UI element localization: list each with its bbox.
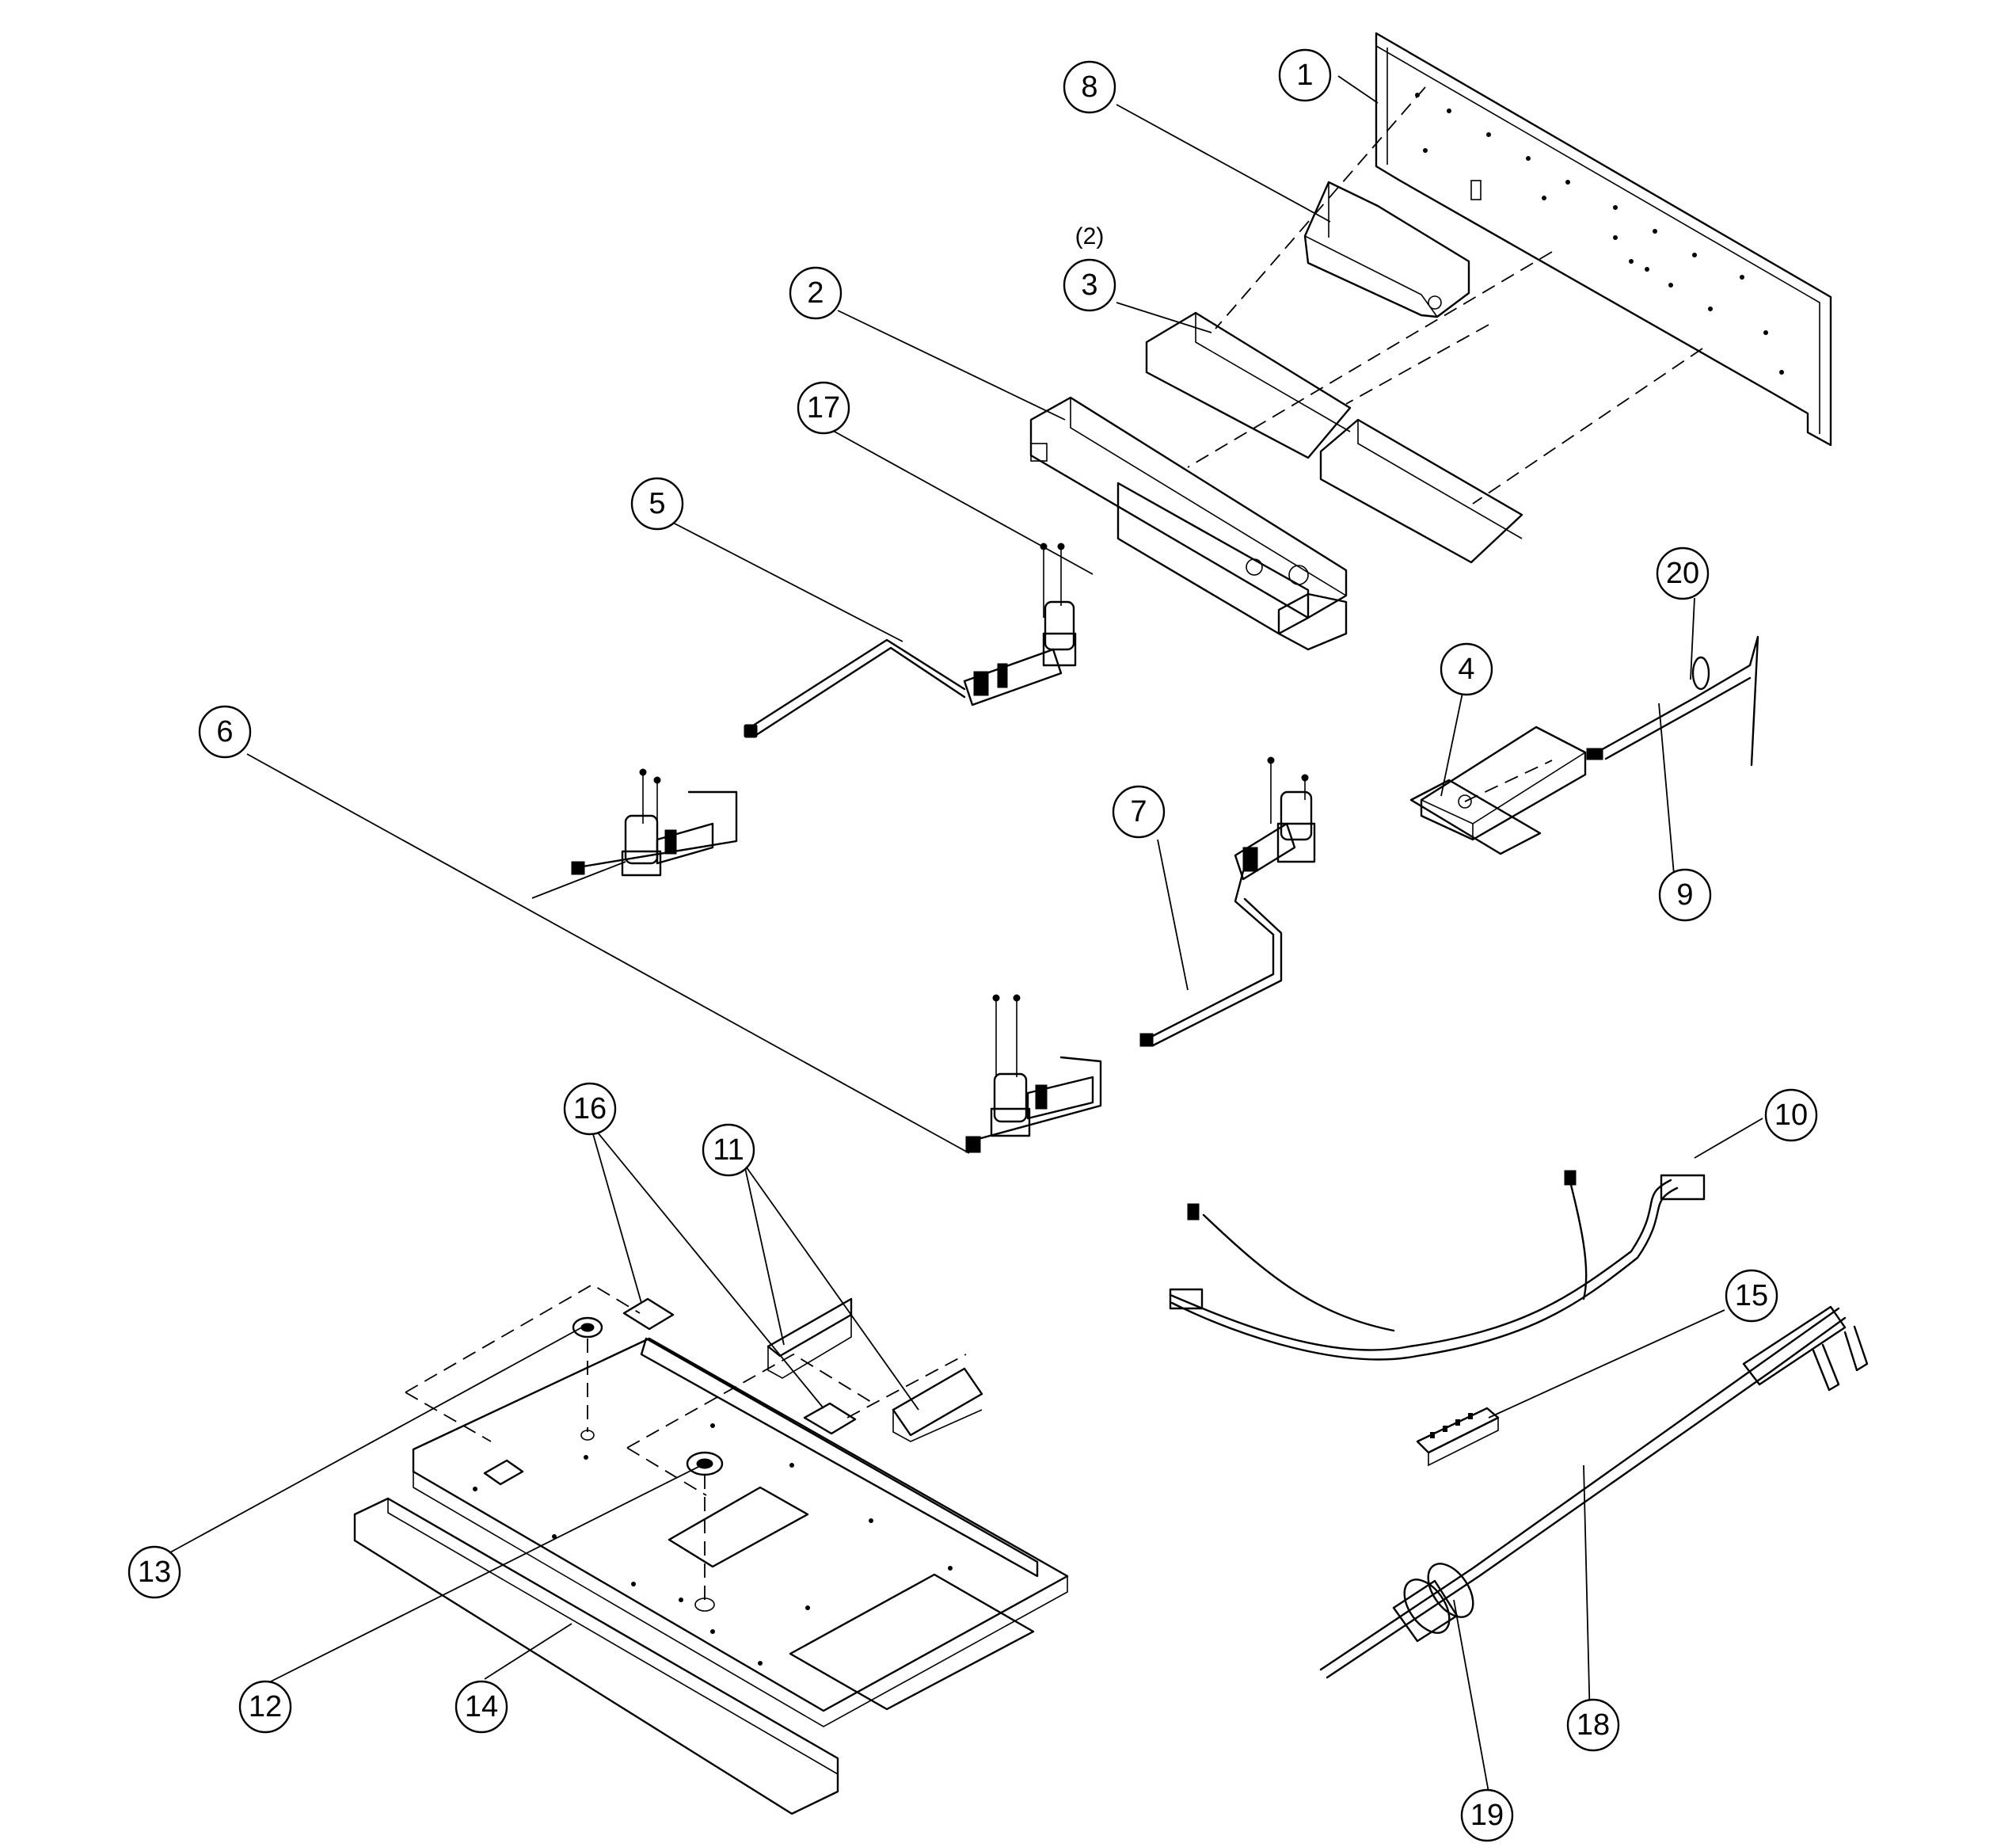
main-channel: [1029, 396, 1348, 651]
callout-label-11: 11: [713, 1133, 744, 1167]
callout-2: 2: [789, 266, 843, 320]
valve-assembly-7: [1139, 756, 1316, 1047]
terminal-block: [1416, 1407, 1500, 1467]
callout-label-5: 5: [649, 487, 665, 520]
callout-18: 18: [1566, 1698, 1620, 1752]
probe-tube: [1586, 597, 1759, 767]
mounting-bracket: [1409, 725, 1587, 855]
callout-label-12: 12: [249, 1690, 282, 1723]
angle-bracket-right: [1319, 418, 1523, 564]
callout-label-10: 10: [1774, 1099, 1808, 1132]
upper-bracket: [1303, 181, 1470, 318]
callout-8: 8: [1063, 60, 1116, 114]
grommet-13: [572, 1316, 603, 1441]
callout-label-9: 9: [1676, 878, 1693, 912]
callout-label-4: 4: [1458, 653, 1474, 686]
callout-label-14: 14: [465, 1690, 498, 1723]
callout-12: 12: [238, 1680, 292, 1734]
callout-label-6: 6: [216, 715, 233, 748]
clips-16: [483, 1297, 857, 1486]
callout-label-20: 20: [1666, 557, 1699, 590]
callout-10: 10: [1764, 1088, 1818, 1142]
callout-16: 16: [563, 1082, 617, 1136]
valve-assembly-6: [531, 768, 1102, 1153]
callout-6: 6: [198, 705, 252, 759]
callout-label-17: 17: [807, 391, 840, 425]
callout-label-18: 18: [1577, 1708, 1610, 1742]
wire-harness: [1169, 1170, 1706, 1361]
callout-19: 19: [1460, 1788, 1514, 1842]
callout-label-19: 19: [1470, 1799, 1504, 1832]
callout-label-2: 2: [807, 276, 824, 310]
rear-panel: [1375, 32, 1832, 447]
callout-label-13: 13: [138, 1556, 171, 1589]
callout-label-7: 7: [1130, 795, 1147, 828]
valve-assembly-5: [744, 543, 1077, 738]
callout-3: 3: [1063, 258, 1116, 312]
callout-label-1: 1: [1296, 59, 1313, 92]
grommet-12: [686, 1451, 724, 1612]
callout-5: 5: [630, 477, 684, 531]
callout-label-3: 3: [1081, 268, 1097, 302]
brackets-11: [766, 1297, 983, 1442]
angle-bracket-left: [1145, 311, 1352, 459]
assembly-lines-lower: [405, 1283, 967, 1496]
callout-label-8: 8: [1081, 70, 1097, 104]
callout-13: 13: [127, 1545, 181, 1599]
callout-20: 20: [1656, 546, 1710, 600]
assembly-lines-upper: [1187, 86, 1703, 505]
quantity-note: (2): [1075, 223, 1105, 249]
callout-4: 4: [1440, 642, 1493, 696]
callout-11: 11: [702, 1123, 755, 1177]
callout-9: 9: [1658, 868, 1712, 922]
callout-7: 7: [1112, 785, 1166, 839]
callout-17: 17: [797, 381, 850, 435]
power-cord: [1319, 1305, 1869, 1679]
callout-15: 15: [1725, 1269, 1778, 1323]
callout-1: 1: [1278, 48, 1332, 102]
leader-lines: [169, 75, 1763, 1802]
bottom-pan: [353, 1337, 1069, 1815]
callout-label-16: 16: [573, 1092, 607, 1125]
callout-14: 14: [455, 1680, 508, 1734]
callout-label-15: 15: [1735, 1279, 1768, 1312]
